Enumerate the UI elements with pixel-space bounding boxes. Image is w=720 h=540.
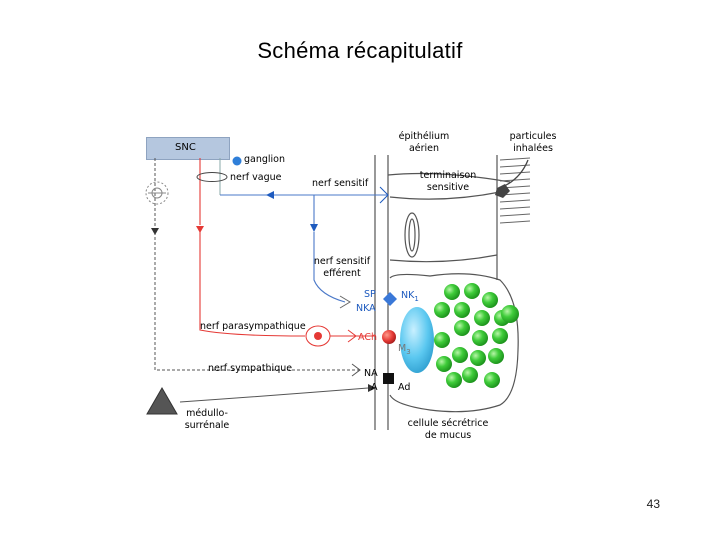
sympathetic-nerve-line	[154, 232, 360, 371]
parasympathetic-nerve-line	[199, 228, 306, 337]
ach-receptor-icon	[382, 330, 396, 344]
nerf-sensitif-label: nerf sensitif	[312, 178, 369, 189]
medullo-label: médullo-surrénale	[184, 408, 230, 431]
medullo-surrenale-icon	[146, 386, 178, 415]
ad-receptor-icon	[383, 373, 394, 384]
sp-receptor-icon	[383, 292, 397, 306]
parasympathetic-ganglion-icon	[305, 325, 331, 347]
nk1-label: NK1	[401, 290, 419, 303]
sp-label: SP	[364, 289, 376, 300]
efferent-nerve-line	[313, 232, 346, 303]
nerf-vague-label: nerf vague	[230, 172, 282, 183]
page-number: 43	[646, 497, 660, 511]
m3-label: M3	[398, 343, 411, 356]
nerf-vague-loop	[196, 172, 228, 182]
a-label: A	[371, 382, 378, 393]
nucleus	[400, 307, 434, 373]
ach-label: ACh	[358, 332, 377, 343]
page-title: Schéma récapitulatif	[257, 38, 463, 63]
ad-label: Ad	[398, 382, 411, 393]
ganglion-icon	[232, 156, 242, 166]
snc-label: SNC	[175, 142, 196, 153]
nka-label: NKA	[356, 303, 376, 314]
spinal-cord-icon	[145, 181, 169, 205]
mucus-granules	[434, 283, 519, 388]
adrenal-arrow	[179, 387, 369, 403]
na-label: NA	[364, 368, 378, 379]
sympathique-label: nerf sympathique	[208, 363, 293, 374]
ganglion-label: ganglion	[244, 154, 286, 165]
snc-box: SNC	[146, 137, 230, 160]
parasympathique-label: nerf parasympathique	[200, 321, 306, 332]
particle-icon	[495, 184, 510, 198]
epithelium-cells	[374, 155, 519, 430]
